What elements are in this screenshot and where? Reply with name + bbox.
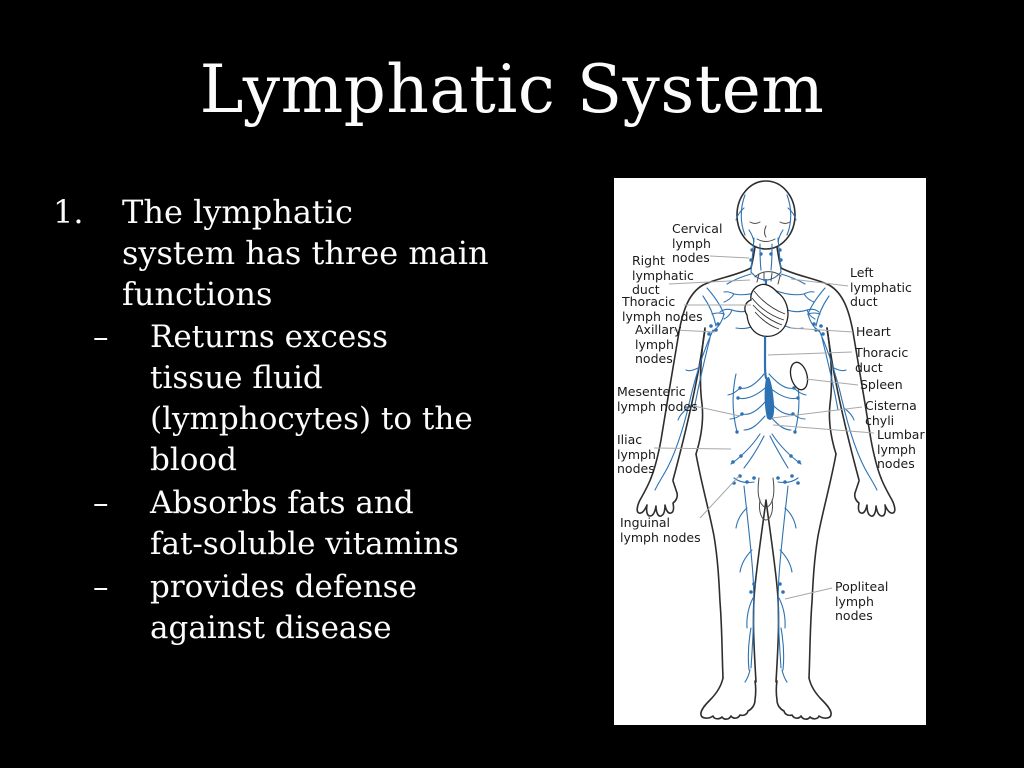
bullet-item-text: provides defense against disease <box>150 569 417 646</box>
numbered-item-text: The lymphatic system has three main func… <box>122 193 489 313</box>
label-right-lymphatic-duct: Right lymphatic duct <box>632 253 694 297</box>
cisterna-chyli-shape <box>764 377 775 420</box>
label-cisterna-chyli: Cisterna chyli <box>865 398 917 428</box>
label-spleen: Spleen <box>860 377 903 392</box>
bullet-dash: – <box>93 319 109 355</box>
label-popliteal-lymph-nodes: Popliteal lymph nodes <box>835 579 889 623</box>
label-inguinal-lymph-nodes: Inguinal lymph nodes <box>620 515 701 545</box>
label-thoracic-lymph-nodes: Thoracic lymph nodes <box>622 294 703 324</box>
slide-body-text: 1. The lymphatic system has three main f… <box>53 192 613 651</box>
bullet-item-text: Absorbs fats and fat-soluble vitamins <box>150 485 459 562</box>
bullet-item-text: Returns excess tissue fluid (lymphocytes… <box>150 319 473 478</box>
bullet-item: – Returns excess tissue fluid (lymphocyt… <box>93 317 613 481</box>
label-lumbar-lymph-nodes: Lumbar lymph nodes <box>877 427 925 471</box>
label-left-lymphatic-duct: Left lymphatic duct <box>850 265 912 309</box>
bullet-item: – Absorbs fats and fat-soluble vitamins <box>93 483 613 565</box>
lymph-vessels <box>654 194 878 683</box>
label-leader-lines <box>653 255 875 600</box>
bullet-item: – provides defense against disease <box>93 567 613 649</box>
slide-title: Lymphatic System <box>199 51 825 128</box>
label-iliac-lymph-nodes: Iliac lymph nodes <box>617 432 656 476</box>
label-mesenteric-lymph-nodes: Mesenteric lymph nodes <box>617 384 698 414</box>
human-lymphatic-figure <box>636 180 896 720</box>
lymphatic-diagram-panel: Cervical lymph nodes Right lymphatic duc… <box>614 178 926 725</box>
label-thoracic-duct: Thoracic duct <box>855 345 909 375</box>
bullet-dash: – <box>93 569 109 605</box>
list-number: 1. <box>53 193 84 231</box>
heart-drawing <box>744 271 789 338</box>
bullet-dash: – <box>93 485 109 521</box>
label-cervical-lymph-nodes: Cervical lymph nodes <box>672 221 723 265</box>
label-axillary-lymph-nodes: Axillary lymph nodes <box>635 322 682 366</box>
spleen-shape <box>789 361 809 391</box>
numbered-item: 1. The lymphatic system has three main f… <box>53 192 613 315</box>
label-heart: Heart <box>856 324 891 339</box>
